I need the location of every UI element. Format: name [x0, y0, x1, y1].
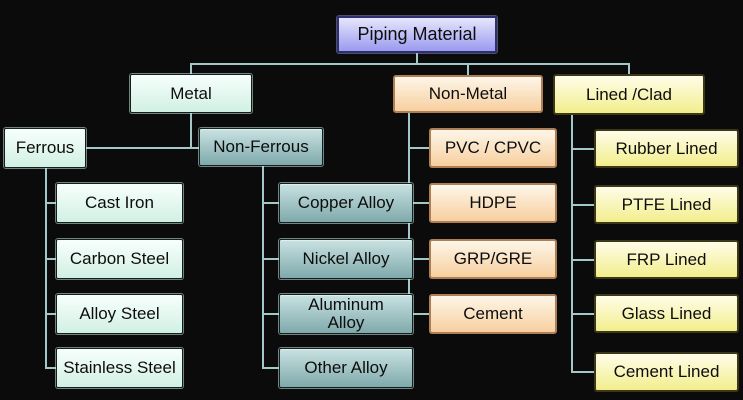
- connector-ferrous-stub-4: [45, 367, 57, 369]
- node-nickel-alloy: Nickel Alloy: [279, 239, 413, 279]
- node-lined-clad: Lined /Clad: [553, 74, 705, 115]
- node-hdpe: HDPE: [429, 183, 557, 223]
- node-non-metal: Non-Metal: [393, 75, 543, 113]
- node-rubber-lined: Rubber Lined: [594, 129, 739, 168]
- connector-ferrous-trunk: [45, 168, 47, 369]
- connector-linedclad-stub-2: [571, 204, 595, 206]
- node-stainless-steel: Stainless Steel: [56, 348, 183, 388]
- node-other-alloy: Other Alloy: [279, 348, 413, 388]
- node-copper-alloy: Copper Alloy: [279, 183, 413, 223]
- node-ferrous: Ferrous: [4, 128, 86, 168]
- connector-non-metal-stub: [467, 63, 469, 76]
- connector-top-horizontal: [190, 63, 630, 65]
- connector-nonmetal-stub-4: [408, 313, 430, 315]
- connector-ferrous-stub-1: [45, 202, 57, 204]
- connector-linedclad-stub-5: [571, 371, 595, 373]
- connector-metal-trunk: [190, 112, 192, 149]
- node-glass-lined: Glass Lined: [594, 294, 739, 333]
- connector-nonmetal-stub-2: [408, 202, 430, 204]
- node-non-ferrous: Non-Ferrous: [199, 128, 323, 166]
- connector-nonferrous-stub-4: [262, 367, 280, 369]
- node-carbon-steel: Carbon Steel: [56, 239, 183, 279]
- node-cement-lined: Cement Lined: [594, 352, 739, 392]
- connector-linedclad-stub-4: [571, 313, 595, 315]
- connector-linedclad-stub-1: [571, 148, 595, 150]
- connector-lined-clad-stub: [628, 63, 630, 75]
- connector-nonferrous-trunk: [262, 164, 264, 369]
- node-alloy-steel: Alloy Steel: [56, 294, 183, 334]
- node-cement: Cement: [429, 294, 557, 334]
- node-grp-gre: GRP/GRE: [429, 239, 557, 279]
- node-ptfe-lined: PTFE Lined: [594, 185, 739, 224]
- connector-linedclad-stub-3: [571, 259, 595, 261]
- node-aluminum-alloy: Aluminum Alloy: [279, 294, 413, 334]
- connector-ferrous-stub-3: [45, 313, 57, 315]
- connector-nonmetal-stub-1: [408, 147, 430, 149]
- connector-linedclad-trunk: [571, 115, 573, 373]
- connector-nonferrous-stub-2: [262, 258, 280, 260]
- node-cast-iron: Cast Iron: [56, 183, 183, 223]
- connector-ferrous-stub-2: [45, 258, 57, 260]
- connector-nonferrous-stub-3: [262, 313, 280, 315]
- node-frp-lined: FRP Lined: [594, 240, 739, 279]
- connector-ferrous-nonferrous-horizontal: [86, 147, 199, 149]
- node-metal: Metal: [130, 74, 252, 113]
- connector-nonmetal-stub-3: [408, 258, 430, 260]
- connector-root-stub: [416, 53, 418, 64]
- connector-nonferrous-stub-1: [262, 202, 280, 204]
- connector-metal-stub: [190, 63, 192, 75]
- node-pvc-cpvc: PVC / CPVC: [429, 128, 557, 168]
- node-piping-material: Piping Material: [337, 16, 497, 53]
